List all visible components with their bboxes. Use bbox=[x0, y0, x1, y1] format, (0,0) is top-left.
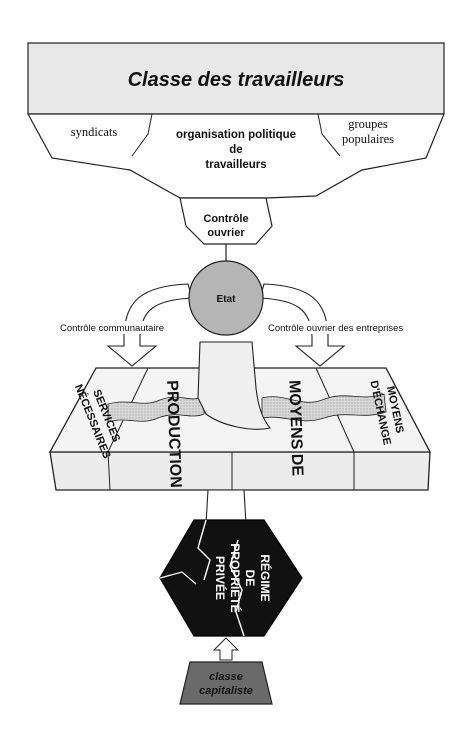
enterprise-control-label: Contrôle ouvrier des entreprises bbox=[268, 323, 403, 334]
capitalist-line1: classe bbox=[209, 671, 243, 683]
syndicats-label: syndicats bbox=[71, 125, 118, 139]
private-property-regime: RÉGIME DE PROPRIÉTÉ PRIVÉE bbox=[159, 519, 303, 637]
production-label: PRODUCTION bbox=[163, 380, 184, 488]
regime-line2: DE bbox=[243, 570, 257, 587]
enterprise-control-arrow bbox=[259, 283, 346, 367]
political-org-line2: de bbox=[229, 144, 242, 156]
moyens-de-label: MOYENS DE bbox=[285, 380, 305, 477]
community-control-label: Contrôle communautaire bbox=[60, 323, 164, 334]
regime-line3: PROPRIÉTÉ bbox=[228, 543, 243, 612]
controle-ouvrier-box: Contrôle ouvrier bbox=[179, 197, 273, 262]
etat-circle: Etat bbox=[188, 260, 264, 336]
controle-ouvrier-line2: ouvrier bbox=[207, 227, 245, 239]
workers-class-box: Classe des travailleurs bbox=[27, 42, 445, 115]
capitalist-class-box: classe capitaliste bbox=[179, 661, 273, 705]
community-control-arrow bbox=[106, 283, 193, 367]
political-org-line3: travailleurs bbox=[205, 159, 266, 171]
production-platform: SERVICES NÉCESSAIRES PRODUCTION MOYENS D… bbox=[48, 341, 432, 491]
connector-column bbox=[205, 489, 247, 525]
groupes-line1: groupes bbox=[348, 117, 388, 131]
up-arrow bbox=[212, 637, 240, 661]
regime-line4: PRIVÉE bbox=[213, 556, 228, 600]
workers-organizations-funnel: syndicats organisation politique de trav… bbox=[26, 113, 445, 199]
workers-class-title: Classe des travailleurs bbox=[128, 69, 345, 91]
controle-ouvrier-line1: Contrôle bbox=[203, 213, 248, 225]
political-org-line1: organisation politique bbox=[176, 129, 296, 141]
etat-label: Etat bbox=[217, 294, 237, 305]
production-section: PRODUCTION bbox=[163, 380, 184, 488]
groupes-line2: populaires bbox=[342, 132, 394, 146]
capitalist-line2: capitaliste bbox=[199, 685, 253, 697]
moyens-de-section: MOYENS DE bbox=[285, 380, 305, 477]
regime-line1: RÉGIME bbox=[258, 554, 273, 601]
